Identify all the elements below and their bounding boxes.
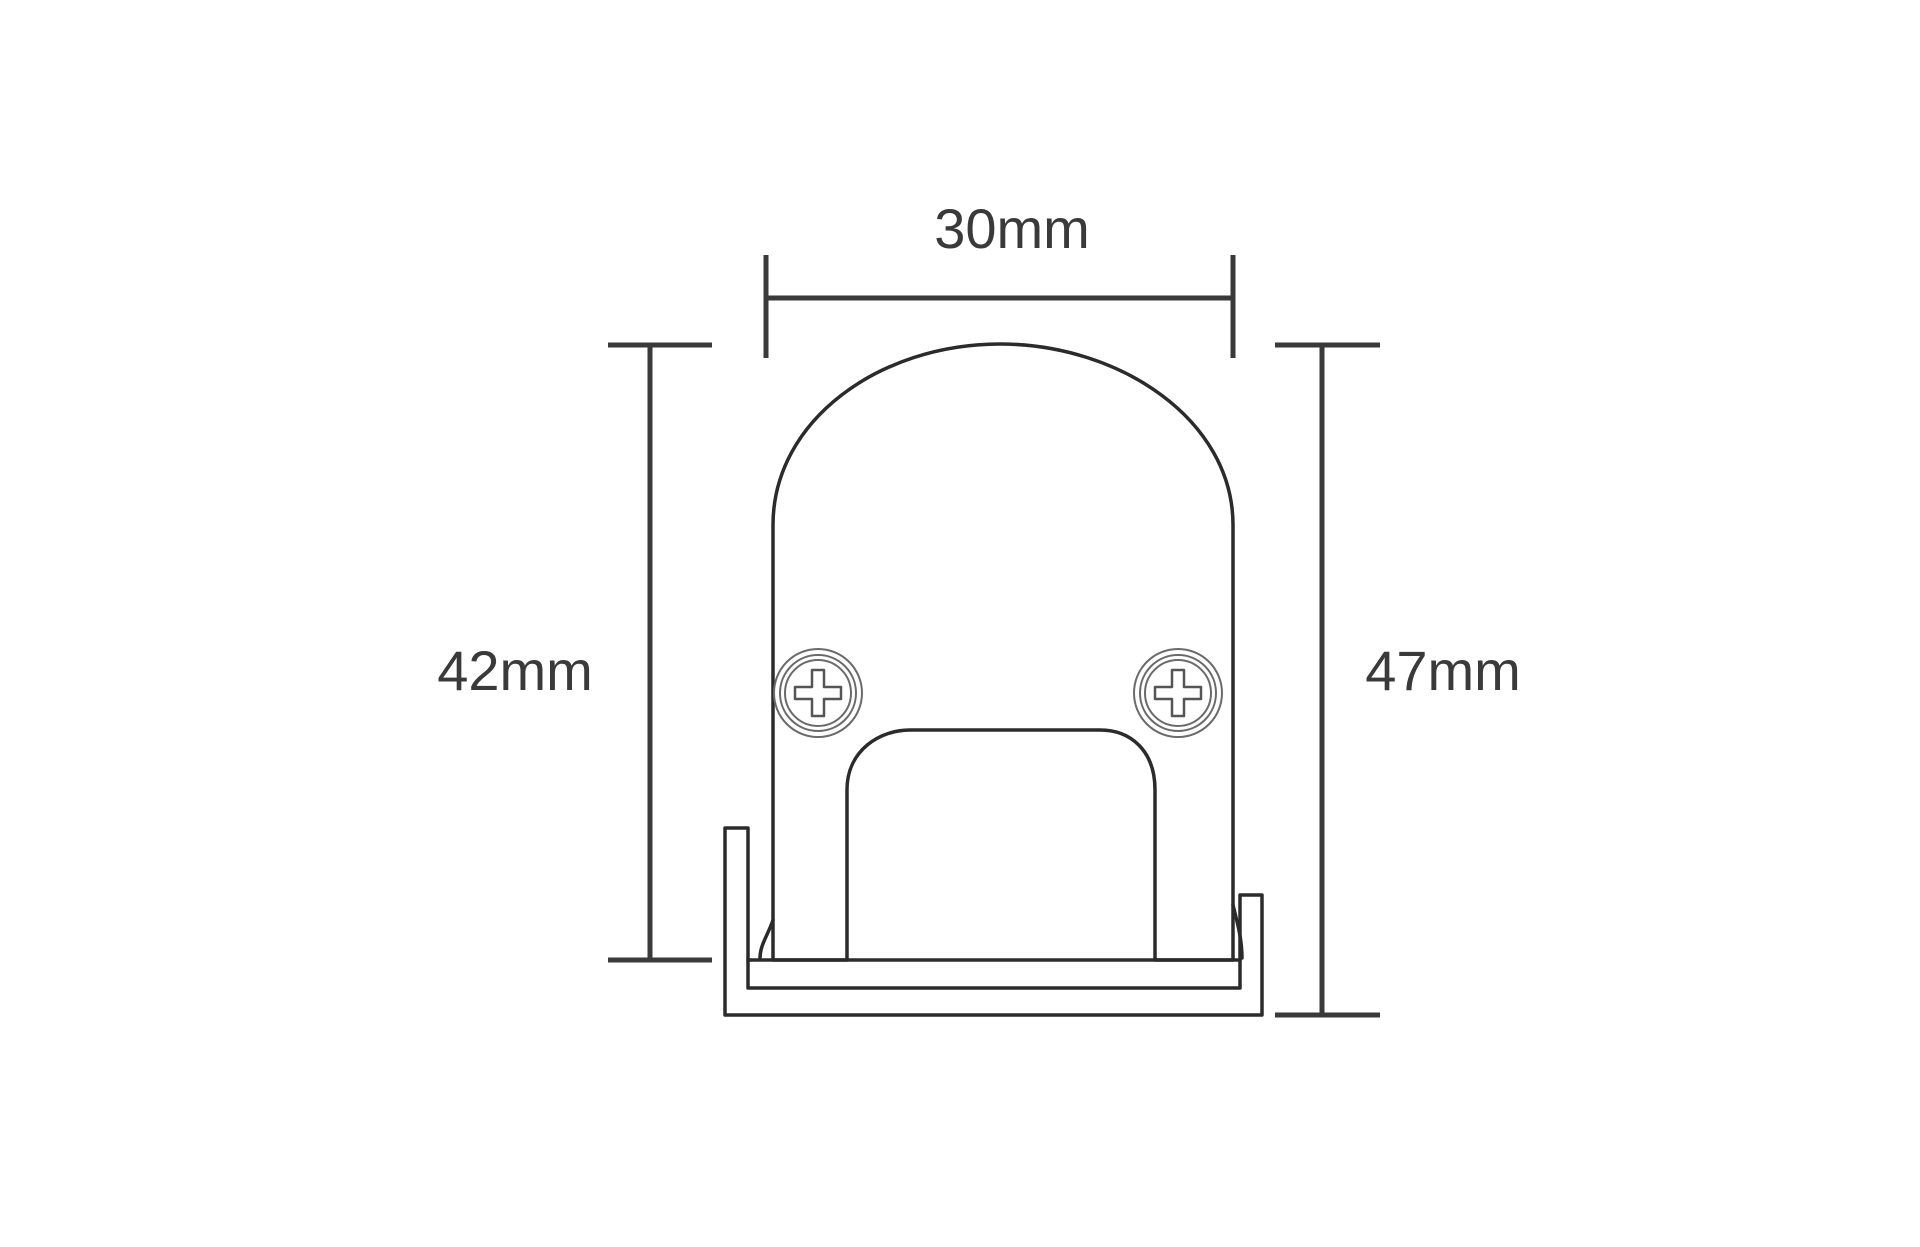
inner-height-label: 42mm [437,639,593,702]
hook-body [771,342,1235,962]
right-screw [1133,648,1223,738]
phillips-screw-icon [1153,668,1203,718]
left-screw [773,648,863,738]
outer-height-dimension [1275,342,1380,1018]
phillips-screw-icon [793,668,843,718]
width-dimension [763,255,1236,358]
base-channel-outer [723,826,1264,1017]
width-label: 30mm [934,197,1090,260]
outer-height-label: 47mm [1365,639,1521,702]
inner-height-dimension [608,342,712,963]
hook-left-notch [758,918,775,960]
